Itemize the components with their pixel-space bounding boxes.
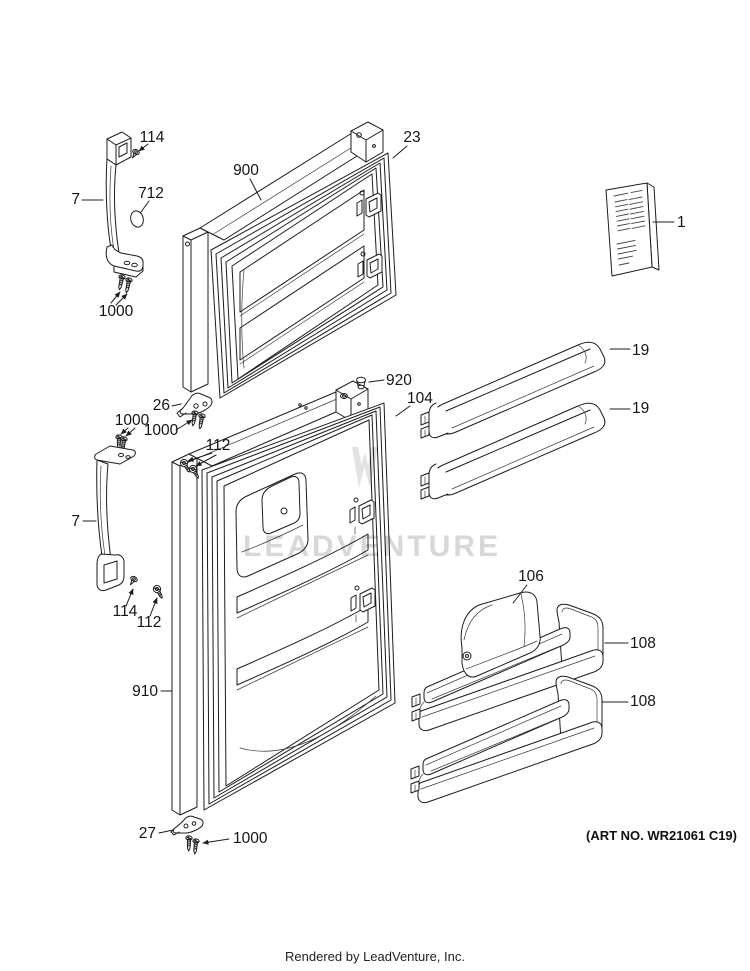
callout-screws-112-upper: 112 [206, 437, 231, 454]
center-hinge-art [176, 392, 213, 418]
watermark-logo [352, 447, 378, 488]
callout-screw-114-lower: 114 [113, 603, 138, 620]
callout-handle-upper: 7 [71, 191, 80, 208]
callout-screw-112-lower: 112 [137, 614, 162, 631]
callout-door-bin-lower: 108 [630, 693, 656, 710]
callout-fresh-food-door: 910 [132, 683, 158, 700]
callout-hinge-pin: 920 [386, 372, 412, 389]
grommet-712-art [130, 210, 144, 228]
fresh-food-door-art [171, 380, 396, 816]
callout-instruction-sheet: 1 [677, 214, 686, 231]
callout-bottom-hinge: 27 [139, 825, 156, 842]
callout-grommet-712: 712 [138, 185, 164, 202]
rendered-by-credit: Rendered by LeadVenture, Inc. [285, 949, 465, 964]
callout-fresh-food-gasket: 104 [407, 390, 433, 407]
callout-screws-1000-handle: 1000 [115, 412, 150, 429]
bottom-hinge-art [170, 815, 204, 836]
callout-freezer-door: 900 [233, 162, 259, 179]
callout-shelf-bar-lower: 19 [632, 400, 649, 417]
callout-screws-1000-hinge: 1000 [144, 422, 179, 439]
watermark-layer: LEADVENTURE [243, 447, 501, 563]
callout-handle-lower: 7 [71, 513, 80, 530]
screw-114-lower-art [127, 574, 139, 588]
screws-1000-bottom-art [184, 835, 200, 855]
callout-screws-1000-upper: 1000 [99, 303, 134, 320]
handle-lower-art [94, 445, 136, 592]
dairy-cover-art [460, 591, 541, 678]
watermark-text: LEADVENTURE [243, 530, 501, 563]
callout-door-bin-upper: 108 [630, 635, 656, 652]
screw-112-lower-art [151, 583, 166, 601]
hinge-pin-art [356, 376, 366, 390]
callout-dairy-cover: 106 [518, 568, 544, 585]
callout-labels: 114 712 7 1000 900 23 1 19 19 920 104 26… [71, 129, 685, 847]
art-number: (ART NO. WR21061 C19) [586, 828, 737, 843]
instruction-sheet-art [605, 182, 660, 277]
freezer-door-art [182, 121, 397, 399]
callout-center-hinge: 26 [153, 397, 170, 414]
callout-screws-1000-bottom: 1000 [233, 830, 268, 847]
screws-1000-upper-art [115, 273, 133, 294]
handle-upper-art [105, 131, 144, 278]
callout-screw-114-upper: 114 [140, 129, 165, 146]
callout-freezer-gasket: 23 [403, 129, 420, 146]
callout-shelf-bar-upper: 19 [632, 342, 649, 359]
leader-lines [81, 143, 675, 845]
